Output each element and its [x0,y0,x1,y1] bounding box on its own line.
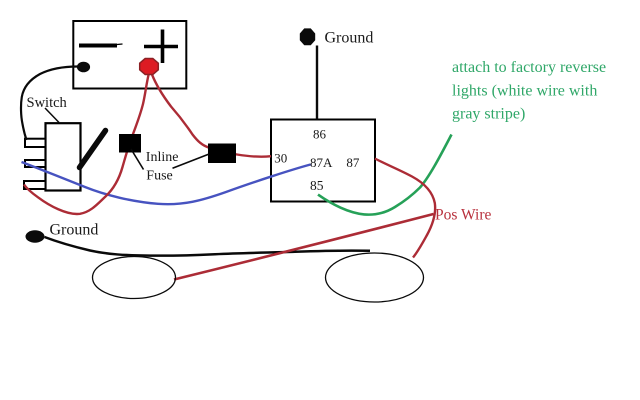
svg-text:Fuse: Fuse [146,169,172,184]
svg-text:Switch: Switch [27,95,68,111]
svg-text:Ground: Ground [50,221,99,238]
svg-text:30: 30 [274,151,287,166]
svg-text:87: 87 [346,155,360,170]
svg-text:Pos Wire: Pos Wire [435,206,491,223]
svg-text:attach to factory reverse: attach to factory reverse [452,59,606,76]
svg-text:85: 85 [310,178,324,193]
svg-text:87A: 87A [310,155,333,170]
svg-text:86: 86 [313,126,327,141]
svg-text:gray stripe): gray stripe) [452,105,525,122]
svg-text:lights (white wire with: lights (white wire with [452,83,597,100]
svg-text:Inline: Inline [146,150,179,165]
svg-text:Ground: Ground [325,30,374,47]
